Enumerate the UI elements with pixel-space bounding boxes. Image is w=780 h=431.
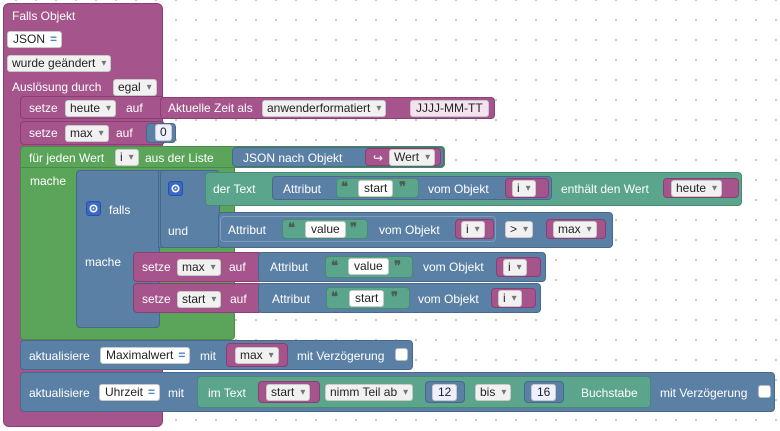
auf-label: auf	[116, 126, 133, 140]
compare-operator-dropdown[interactable]: >	[505, 221, 534, 238]
and-gear-icon[interactable]	[168, 181, 183, 196]
uhrzeit-field[interactable]: Uhrzeit	[99, 384, 161, 401]
attr-value-field[interactable]: value	[305, 221, 346, 238]
number-field[interactable]: 0	[155, 124, 172, 141]
event-title: Falls Objekt	[12, 9, 76, 23]
var-max-dropdown[interactable]: max	[65, 125, 109, 142]
quote-close-icon: ❞	[391, 289, 398, 304]
obj-var-dropdown[interactable]: i	[512, 180, 536, 197]
var-max-dropdown[interactable]: max	[177, 259, 221, 276]
return-arrow-icon: ↪	[373, 151, 384, 165]
max-var-dropdown[interactable]: max	[553, 221, 597, 238]
vom-objekt-label: vom Objekt	[423, 260, 484, 274]
if-gear-icon[interactable]	[86, 201, 101, 216]
update-label: aktualisiere	[29, 386, 90, 400]
quote-open-icon: ❝	[341, 179, 348, 194]
condition-dropdown[interactable]: wurde geändert	[7, 55, 112, 72]
attribut-label: Attribut	[270, 260, 309, 274]
attr-start-field[interactable]: start	[358, 180, 394, 197]
attr-start-field[interactable]: start	[349, 290, 385, 307]
obj-var-dropdown[interactable]: i	[498, 290, 522, 307]
object-id-field[interactable]: JSON	[7, 31, 63, 48]
from-number-field[interactable]: 12	[432, 384, 458, 401]
mit-label: mit	[168, 386, 184, 400]
date-pattern-field[interactable]: JJJJ-MM-TT	[410, 100, 489, 117]
start-var-dropdown[interactable]: start	[266, 384, 311, 401]
auf-label: auf	[126, 101, 143, 115]
vom-objekt-label: vom Objekt	[428, 182, 489, 196]
buchstabe-label: Buchstabe	[581, 386, 638, 400]
quote-open-icon: ❝	[288, 220, 295, 235]
setze-label: setze	[29, 126, 58, 140]
obj-var-dropdown[interactable]: i	[503, 259, 527, 276]
attribut-label: Attribut	[228, 223, 267, 237]
attribut-label: Attribut	[283, 182, 322, 196]
setze-label: setze	[142, 260, 171, 274]
substring-mode-dropdown[interactable]: nimm Teil ab	[325, 384, 414, 401]
im-text-label: im Text	[208, 386, 246, 400]
setze-label: setze	[29, 101, 58, 115]
auf-label: auf	[229, 260, 246, 274]
attribut-label: Attribut	[272, 292, 311, 306]
contains-label: enthält den Wert	[561, 182, 649, 196]
bis-dropdown[interactable]: bis	[475, 384, 512, 401]
delay-label: mit Verzögerung	[297, 349, 385, 363]
delay-label: mit Verzögerung	[660, 386, 748, 400]
auf-label: auf	[230, 292, 247, 306]
var-start-dropdown[interactable]: start	[177, 291, 222, 308]
current-time-label: Aktuelle Zeit als	[168, 101, 253, 115]
quote-open-icon: ❝	[331, 258, 338, 273]
for-each-label: für jeden Wert	[29, 151, 105, 165]
json-to-object-label: JSON nach Objekt	[243, 151, 343, 165]
delay-checkbox[interactable]	[758, 385, 771, 398]
value-var-dropdown[interactable]: Wert	[389, 149, 436, 166]
falls-label: falls	[109, 203, 131, 217]
quote-close-icon: ❞	[394, 258, 401, 273]
var-heute-dropdown[interactable]: heute	[65, 100, 117, 117]
trigger-dropdown[interactable]: egal	[113, 79, 157, 96]
und-label: und	[168, 224, 189, 238]
attr-value-field[interactable]: value	[348, 258, 389, 275]
der-text-label: der Text	[213, 182, 256, 196]
mit-label: mit	[200, 349, 216, 363]
vom-objekt-label: vom Objekt	[418, 292, 479, 306]
loop-var-dropdown[interactable]: i	[115, 149, 139, 166]
trigger-label: Auslösung durch	[12, 80, 102, 94]
if-mache-label: mache	[85, 255, 122, 269]
time-format-dropdown[interactable]: anwenderformatiert	[262, 100, 387, 117]
setze-label: setze	[142, 292, 171, 306]
max-var-dropdown[interactable]: max	[235, 347, 279, 364]
quote-close-icon: ❞	[350, 220, 357, 235]
from-list-label: aus der Liste	[145, 151, 214, 165]
delay-checkbox[interactable]	[395, 348, 408, 361]
loop-mache-label: mache	[30, 174, 67, 188]
quote-open-icon: ❝	[331, 289, 338, 304]
quote-close-icon: ❞	[399, 179, 406, 194]
heute-var-dropdown[interactable]: heute	[671, 180, 723, 197]
maximalwert-field[interactable]: Maximalwert	[100, 347, 191, 364]
update-maximalwert-block[interactable]	[20, 340, 413, 370]
update-label: aktualisiere	[29, 349, 90, 363]
vom-objekt-label: vom Objekt	[379, 223, 440, 237]
to-number-field[interactable]: 16	[531, 384, 557, 401]
obj-var-dropdown[interactable]: i	[461, 221, 485, 238]
